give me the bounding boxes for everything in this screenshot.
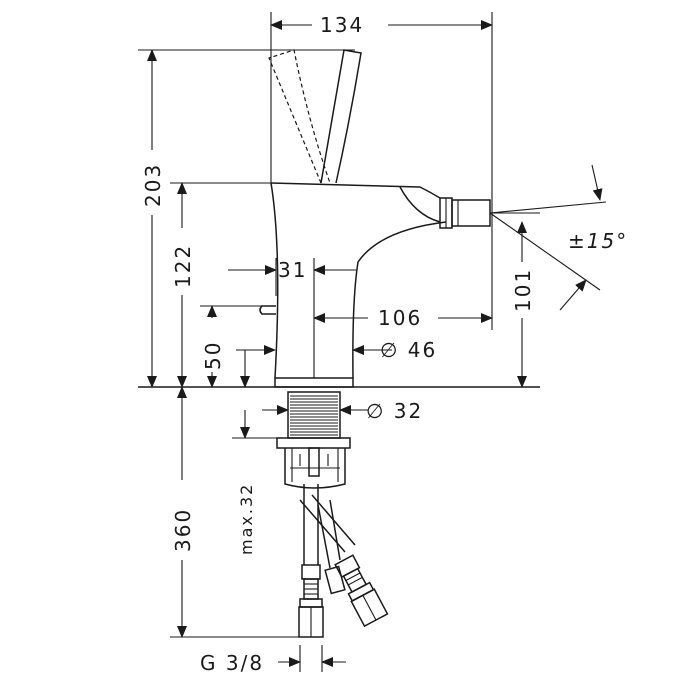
dimension-spout-height: 122 [170, 182, 271, 388]
dimension-width-top: 134 [270, 12, 493, 330]
dim-203: 203 [141, 163, 165, 207]
dim-15-degrees: ±15° [568, 229, 628, 253]
dimension-lever-offset: 31 [228, 258, 356, 378]
dim-max-32: max.32 [237, 483, 256, 555]
dimension-popup-height: 50 [200, 305, 262, 388]
dimension-nozzle-height: 101 [492, 212, 540, 388]
dimension-swivel-angle: ±15° [489, 164, 628, 311]
dim-50: 50 [201, 341, 225, 370]
dim-31: 31 [278, 258, 307, 282]
dimension-connection-thread: G 3/8 [200, 645, 346, 675]
dim-g-3-8: G 3/8 [200, 651, 264, 675]
dimension-hose-length: 360 [170, 386, 300, 638]
dim-134: 134 [320, 13, 364, 37]
dimension-base-diameter: ∅ 46 [236, 338, 437, 388]
supply-hoses [298, 484, 389, 638]
dim-101: 101 [511, 268, 535, 312]
dim-360: 360 [171, 508, 195, 552]
dimension-total-height: 203 [138, 49, 355, 388]
dim-122: 122 [171, 244, 195, 288]
dimension-reach: 106 [313, 306, 493, 330]
dim-32: ∅ 32 [366, 399, 423, 423]
dimension-shank-diameter: ∅ 32 [262, 399, 423, 423]
dim-46: ∅ 46 [380, 338, 437, 362]
dim-106: 106 [378, 306, 422, 330]
dimension-counter-thickness: max.32 [232, 410, 277, 555]
faucet-body [259, 49, 491, 388]
shank-assembly [276, 391, 351, 489]
